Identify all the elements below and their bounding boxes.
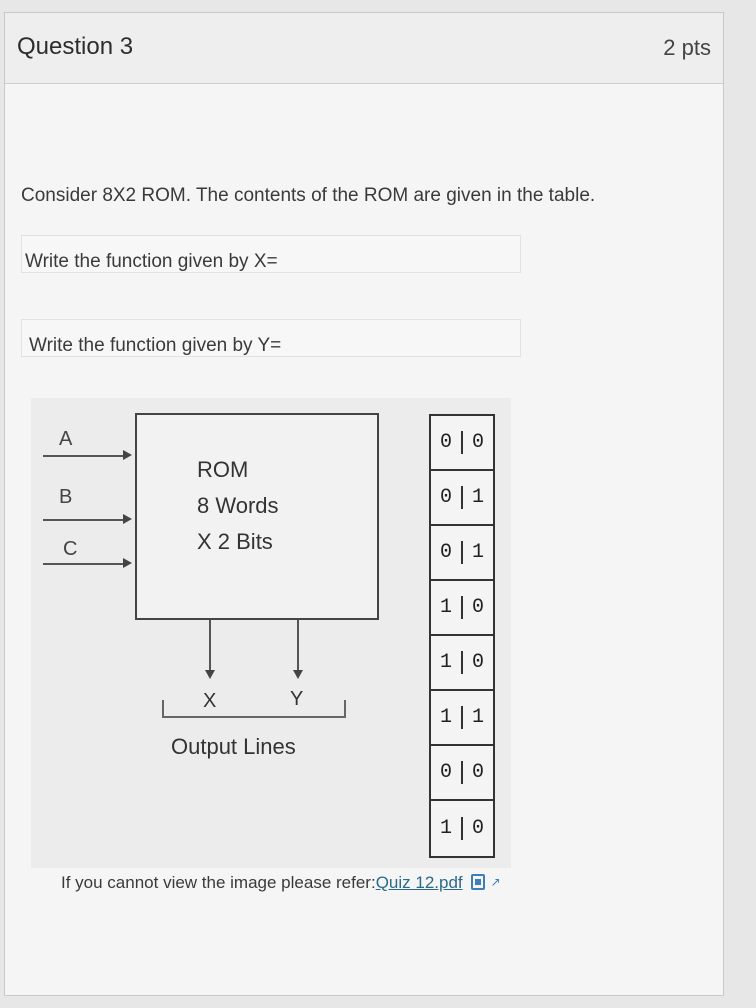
pdf-link[interactable]: Quiz 12.pdf — [375, 873, 463, 892]
table-cell: 1 — [439, 596, 452, 619]
arrow-down-icon — [205, 670, 215, 679]
table-cell: 1 — [461, 706, 493, 729]
table-cell: 0 — [461, 596, 493, 619]
footer-text: If you cannot view the image please refe… — [61, 873, 376, 892]
external-link-icon[interactable]: ↗ — [490, 875, 501, 889]
input-line-b — [43, 519, 123, 521]
table-cell: 1 — [439, 817, 452, 840]
input-label-c: C — [63, 538, 78, 560]
rom-figure: A B C ROM 8 Words X 2 Bits X Y Output Li… — [31, 398, 511, 868]
output-line-x — [209, 620, 211, 672]
table-cell: 0 — [461, 817, 493, 840]
table-cell: 1 — [439, 651, 452, 674]
table-cell: 0 — [439, 431, 452, 454]
prompt-x: Write the function given by X= — [25, 251, 278, 272]
question-card: Question 3 2 pts Consider 8X2 ROM. The c… — [4, 12, 724, 996]
question-intro: Consider 8X2 ROM. The contents of the RO… — [21, 185, 596, 206]
answer-x-field[interactable] — [21, 235, 521, 273]
table-cell: 0 — [461, 761, 493, 784]
question-title: Question 3 — [17, 33, 134, 60]
rom-words-label: 8 Words — [197, 493, 279, 518]
rom-bits-label: X 2 Bits — [197, 529, 273, 554]
output-bracket — [162, 700, 346, 718]
question-header: Question 3 2 pts — [5, 13, 723, 84]
footer-note: If you cannot view the image please refe… — [61, 873, 501, 893]
output-label-y: Y — [290, 688, 304, 710]
table-cell: 1 — [461, 541, 493, 564]
rom-block: ROM 8 Words X 2 Bits — [135, 413, 379, 620]
input-line-c — [43, 563, 123, 565]
output-label-x: X — [203, 690, 217, 712]
input-line-a — [43, 455, 123, 457]
table-cell: 0 — [439, 541, 452, 564]
table-cell: 1 — [461, 486, 493, 509]
input-label-a: A — [59, 428, 73, 450]
arrow-right-icon — [123, 558, 132, 568]
arrow-down-icon — [293, 670, 303, 679]
arrow-right-icon — [123, 514, 132, 524]
table-cell: 0 — [439, 486, 452, 509]
input-label-b: B — [59, 486, 73, 508]
document-icon[interactable] — [470, 874, 485, 890]
rom-label: ROM — [197, 457, 249, 482]
table-cell: 0 — [439, 761, 452, 784]
output-line-y — [297, 620, 299, 672]
answer-y-field[interactable] — [21, 319, 521, 357]
table-cell: 0 — [461, 431, 493, 454]
output-lines-caption: Output Lines — [171, 734, 296, 759]
table-cell: 0 — [461, 651, 493, 674]
question-points: 2 pts — [663, 35, 711, 60]
prompt-y: Write the function given by Y= — [29, 335, 282, 356]
table-cell: 1 — [439, 706, 452, 729]
arrow-right-icon — [123, 450, 132, 460]
